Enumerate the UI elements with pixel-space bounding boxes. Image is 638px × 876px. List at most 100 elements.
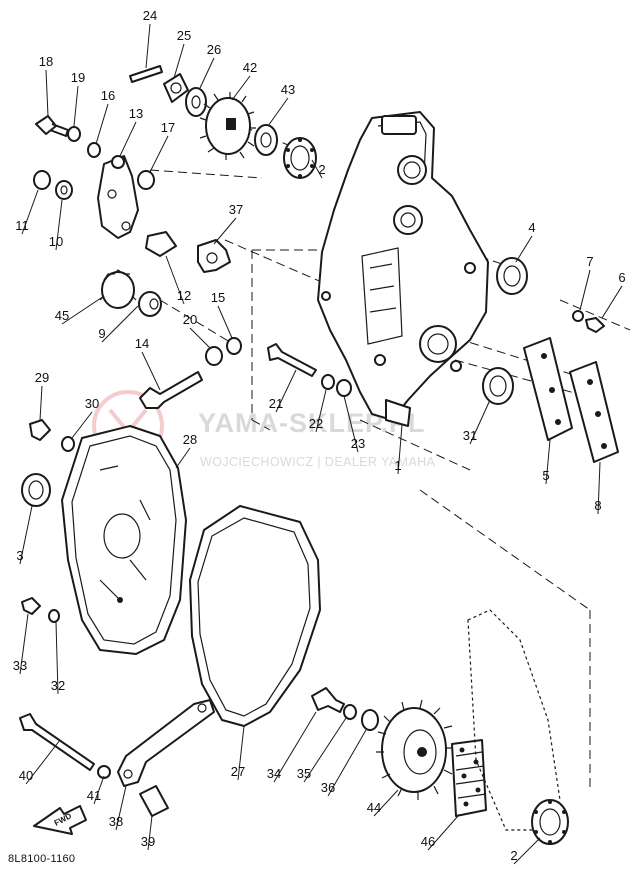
bolt-icon bbox=[267, 343, 317, 377]
bushing-icon bbox=[254, 124, 278, 156]
washer-icon bbox=[321, 374, 335, 390]
left-small-hardware bbox=[21, 419, 75, 623]
callout-leader-line bbox=[119, 121, 137, 157]
callout-leader-line bbox=[95, 103, 109, 145]
oil-seal-icon bbox=[496, 257, 528, 295]
callout-label-43: 43 bbox=[281, 82, 295, 97]
callout-label-46: 46 bbox=[421, 834, 435, 849]
callout-leader-line bbox=[189, 327, 211, 349]
callout-leader-line bbox=[237, 725, 245, 781]
callout-leader-line bbox=[327, 729, 367, 797]
callout-leader-line bbox=[21, 189, 39, 235]
bolt-icon bbox=[21, 597, 41, 615]
lower-left-hardware: FWD bbox=[19, 699, 215, 835]
callout-leader-line bbox=[303, 717, 347, 783]
callout-label-41: 41 bbox=[87, 788, 101, 803]
callout-label-29: 29 bbox=[35, 370, 49, 385]
callout-leader-line bbox=[55, 199, 63, 251]
callout-leader-line bbox=[93, 775, 105, 805]
callout-label-45: 45 bbox=[55, 308, 69, 323]
callout-label-11: 11 bbox=[15, 218, 29, 233]
callout-label-22: 22 bbox=[309, 416, 323, 431]
callout-label-39: 39 bbox=[141, 834, 155, 849]
callout-leader-line bbox=[315, 389, 327, 433]
callout-label-40: 40 bbox=[19, 768, 33, 783]
callout-leader-line bbox=[373, 789, 399, 817]
callout-leader-line bbox=[73, 85, 79, 127]
callout-label-20: 20 bbox=[183, 312, 197, 327]
drawing-code: 8L8100-1160 bbox=[8, 853, 75, 865]
plunger-icon bbox=[145, 231, 177, 257]
callout-leader-line bbox=[149, 135, 169, 173]
shim-plate-icon bbox=[569, 361, 619, 463]
callout-label-28: 28 bbox=[183, 432, 197, 447]
drive-chain-loop bbox=[189, 505, 321, 727]
long-bolt-icon bbox=[139, 371, 203, 409]
forward-arrow-icon: FWD bbox=[33, 805, 87, 835]
pin-icon bbox=[139, 785, 169, 817]
roller-chain-icon bbox=[451, 739, 487, 817]
callout-leader-line bbox=[217, 305, 233, 339]
chain-case-housing bbox=[317, 111, 489, 427]
callout-label-5: 5 bbox=[542, 468, 549, 483]
assembly-guide-lines bbox=[149, 115, 631, 790]
shim-plate-icon bbox=[523, 337, 573, 441]
upper-sprocket-icon bbox=[199, 92, 256, 160]
callout-leader-line bbox=[427, 815, 459, 851]
callout-label-10: 10 bbox=[49, 234, 63, 249]
callout-label-18: 18 bbox=[39, 54, 53, 69]
callout-leader-line bbox=[39, 385, 43, 421]
callout-label-23: 23 bbox=[351, 436, 365, 451]
washer-icon bbox=[97, 765, 111, 779]
callout-label-30: 30 bbox=[85, 396, 99, 411]
callout-leader-line bbox=[165, 255, 185, 305]
callout-leader-line bbox=[147, 815, 153, 851]
callout-leader-line bbox=[25, 739, 61, 785]
callout-leader-line bbox=[173, 43, 185, 79]
cotter-pin-icon bbox=[129, 65, 163, 83]
callout-leader-line bbox=[513, 837, 541, 865]
callout-label-34: 34 bbox=[267, 766, 281, 781]
washer-icon bbox=[185, 87, 207, 117]
callout-label-13: 13 bbox=[129, 106, 143, 121]
fitting-icon bbox=[197, 239, 231, 273]
callout-leader-line bbox=[545, 439, 551, 485]
callout-label-33: 33 bbox=[13, 658, 27, 673]
callout-leader-line bbox=[343, 395, 359, 453]
callout-label-26: 26 bbox=[207, 42, 221, 57]
watermark-subtitle: WOJCIECHOWICZ | DEALER YAMAHA bbox=[200, 455, 436, 469]
callout-label-6: 6 bbox=[618, 270, 625, 285]
small-gear-icon bbox=[99, 269, 137, 309]
lower-bearing-icon bbox=[531, 799, 569, 845]
callout-leader-line bbox=[145, 23, 151, 69]
callout-leader-line bbox=[19, 505, 33, 565]
callout-label-35: 35 bbox=[297, 766, 311, 781]
lower-right-hardware bbox=[311, 609, 569, 845]
spacer-icon bbox=[205, 346, 223, 366]
bolt-icon bbox=[35, 115, 69, 137]
callout-label-44: 44 bbox=[367, 800, 381, 815]
washer-icon bbox=[343, 704, 357, 720]
callout-leader-line bbox=[19, 613, 29, 675]
stopper-bracket-icon bbox=[117, 699, 215, 787]
callout-label-24: 24 bbox=[143, 8, 157, 23]
washer-icon bbox=[61, 436, 75, 452]
callout-leader-line bbox=[597, 461, 601, 515]
callout-label-12: 12 bbox=[177, 288, 191, 303]
callout-leader-line bbox=[55, 621, 59, 695]
callout-leader-line bbox=[273, 711, 317, 783]
callout-leader-line bbox=[199, 57, 215, 89]
washer-icon bbox=[226, 337, 242, 355]
upper-left-hardware bbox=[33, 65, 352, 409]
bolt-icon bbox=[585, 317, 605, 333]
chain-case-cover bbox=[61, 425, 187, 655]
callout-leader-line bbox=[61, 295, 105, 325]
callout-leader-line bbox=[45, 69, 49, 117]
callout-leader-line bbox=[579, 269, 591, 311]
oil-seal-icon bbox=[482, 367, 514, 405]
washer-icon bbox=[572, 310, 584, 322]
callout-label-37: 37 bbox=[229, 202, 243, 217]
callout-label-36: 36 bbox=[321, 780, 335, 795]
castle-nut-icon bbox=[163, 73, 189, 103]
